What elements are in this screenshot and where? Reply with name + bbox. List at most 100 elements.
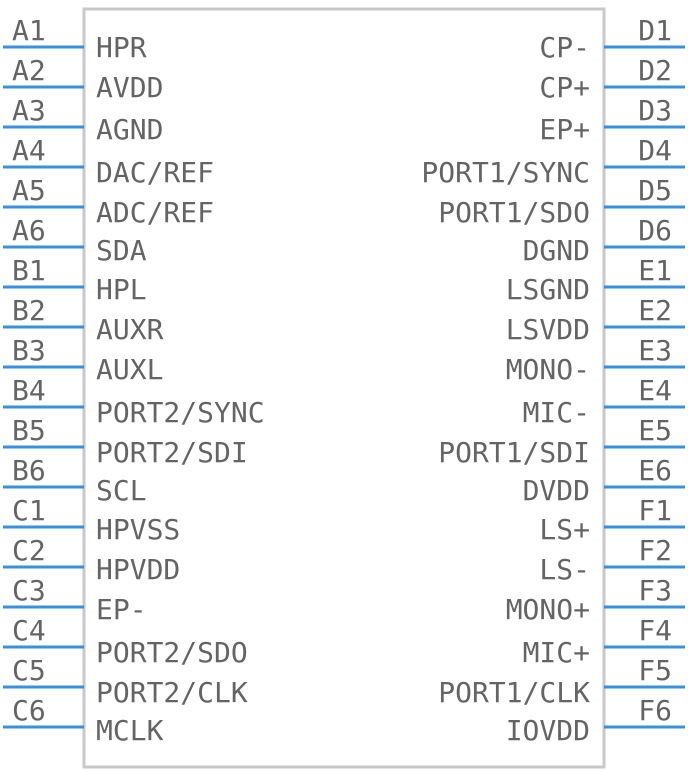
pin-name-label: MIC+ [523, 636, 590, 669]
pin-name-label: EP+ [539, 113, 590, 146]
pin-name-label: LSVDD [506, 313, 590, 346]
pin-name-label: PORT2/SYNC [96, 396, 265, 429]
pin-number-label: A4 [12, 134, 46, 167]
pin-number-label: D5 [638, 174, 672, 207]
pin-number-label: F6 [638, 694, 672, 727]
pin-name-label: SDA [96, 234, 147, 267]
pin-number-label: D6 [638, 214, 672, 247]
pin-number-label: B6 [12, 454, 46, 487]
pin-number-label: F5 [638, 654, 672, 687]
pin-name-label: HPL [96, 273, 147, 306]
pin-number-label: B3 [12, 334, 46, 367]
pin-number-label: F1 [638, 494, 672, 527]
pin-name-label: HPVDD [96, 553, 180, 586]
right-pin-group: D1CP-D2CP+D3EP+D4PORT1/SYNCD5PORT1/SDOD6… [421, 14, 685, 747]
pin-number-label: A3 [12, 94, 46, 127]
pin-name-label: AVDD [96, 71, 163, 104]
pin-number-label: E2 [638, 294, 672, 327]
pin-name-label: MONO- [506, 353, 590, 386]
pin-number-label: C5 [12, 654, 46, 687]
pin-number-label: D3 [638, 94, 672, 127]
pin-number-label: E4 [638, 374, 672, 407]
pin-number-label: C1 [12, 494, 46, 527]
pin-name-label: SCL [96, 474, 147, 507]
pin-number-label: D2 [638, 54, 672, 87]
pin-number-label: A5 [12, 174, 46, 207]
pin-number-label: E1 [638, 254, 672, 287]
pin-number-label: D1 [638, 14, 672, 47]
left-pin-group: A1HPRA2AVDDA3AGNDA4DAC/REFA5ADC/REFA6SDA… [3, 14, 265, 747]
pin-name-label: MONO+ [506, 593, 590, 626]
pin-number-label: E3 [638, 334, 672, 367]
pin-number-label: C4 [12, 614, 46, 647]
pin-name-label: DAC/REF [96, 156, 214, 189]
pin-number-label: E5 [638, 414, 672, 447]
pin-number-label: E6 [638, 454, 672, 487]
pin-name-label: CP- [539, 31, 590, 64]
pin-number-label: F2 [638, 534, 672, 567]
pin-name-label: PORT1/SDI [438, 436, 590, 469]
pin-name-label: LSGND [506, 273, 590, 306]
pin-number-label: D4 [638, 134, 672, 167]
pin-name-label: EP- [96, 593, 147, 626]
pin-name-label: ADC/REF [96, 196, 214, 229]
ic-body-outline [82, 7, 606, 769]
pin-name-label: HPR [96, 31, 147, 64]
pin-number-label: B2 [12, 294, 46, 327]
pin-name-label: CP+ [539, 71, 590, 104]
pin-name-label: PORT1/SDO [438, 196, 590, 229]
pin-number-label: B4 [12, 374, 46, 407]
pin-number-label: C6 [12, 694, 46, 727]
pin-number-label: A2 [12, 54, 46, 87]
pin-number-label: A6 [12, 214, 46, 247]
pin-name-label: MCLK [96, 714, 164, 747]
pin-name-label: PORT1/CLK [438, 676, 590, 709]
pin-number-label: A1 [12, 14, 46, 47]
pin-name-label: AUXL [96, 353, 163, 386]
pin-name-label: PORT2/SDI [96, 436, 248, 469]
pin-name-label: LS+ [539, 513, 590, 546]
pin-name-label: AGND [96, 113, 163, 146]
pin-name-label: LS- [539, 553, 590, 586]
pin-name-label: MIC- [523, 396, 590, 429]
pin-number-label: F3 [638, 574, 672, 607]
pin-name-label: AUXR [96, 313, 164, 346]
pin-number-label: C3 [12, 574, 46, 607]
pin-number-label: F4 [638, 614, 672, 647]
pin-number-label: B5 [12, 414, 46, 447]
